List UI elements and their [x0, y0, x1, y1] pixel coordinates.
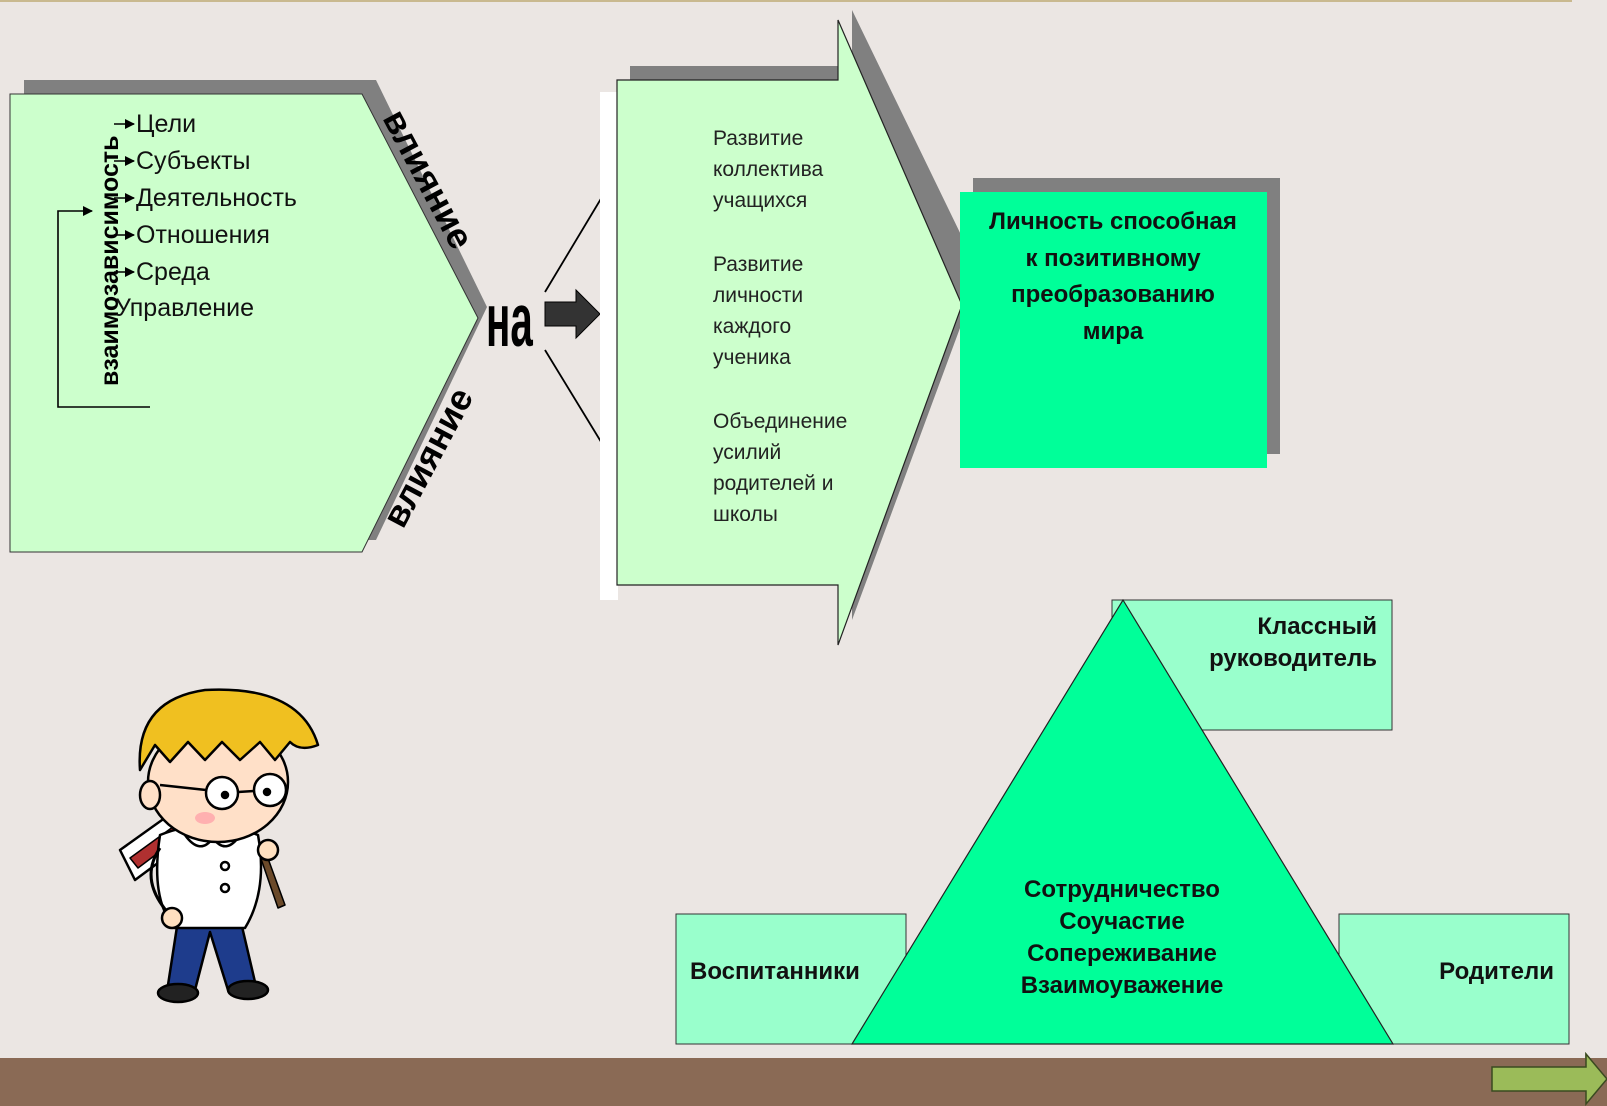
result-line: мира	[1083, 318, 1144, 345]
triangle-text: Сотрудничество Соучастие Сопереживание В…	[1021, 876, 1224, 999]
list-item: Среда	[136, 258, 210, 286]
result-line: Личность способная	[989, 208, 1237, 235]
influence-center-word: на	[486, 277, 534, 362]
big-arrow-text: Развитие коллектива учащихся Развитие ли…	[713, 127, 847, 526]
result-line: преобразованию	[1011, 281, 1215, 308]
list-item: ученика	[713, 346, 791, 369]
goals-list: Цели Субъекты Деятельность Отношения Сре…	[115, 110, 297, 322]
next-button[interactable]	[1480, 1050, 1607, 1106]
top-role-line: Классный	[1257, 613, 1377, 640]
left-pentagon	[9, 80, 487, 553]
big-arrow-shape	[600, 10, 980, 646]
list-item: школы	[713, 503, 778, 526]
triangle-line: Соучастие	[1059, 908, 1185, 935]
list-item: Управление	[115, 294, 254, 322]
result-box	[960, 178, 1280, 468]
list-item: каждого	[713, 315, 791, 338]
list-item: Развитие	[713, 253, 803, 276]
list-item: Объединение	[713, 410, 847, 433]
interdependence-label: взаимозависимость	[96, 136, 124, 386]
footer-bar	[0, 1058, 1607, 1106]
triangle-line: Сопереживание	[1027, 940, 1217, 967]
triangle-cluster	[675, 598, 1570, 1045]
triangle-line: Сотрудничество	[1024, 876, 1220, 903]
list-item: коллектива	[713, 158, 824, 181]
list-item: Отношения	[136, 221, 270, 249]
item-arrows	[114, 119, 135, 277]
top-role-line: руководитель	[1209, 645, 1377, 672]
list-item: Деятельность	[136, 184, 297, 212]
top-divider	[0, 0, 1572, 2]
list-item: родителей и	[713, 472, 833, 495]
thick-arrow-icon	[544, 288, 601, 340]
list-item: учащихся	[713, 189, 807, 212]
list-item: усилий	[713, 441, 781, 464]
interdependence-bracket	[57, 206, 150, 408]
next-arrow-icon[interactable]	[1491, 1051, 1607, 1106]
top-role-text: Классный руководитель	[1209, 613, 1377, 672]
result-box-text: Личность способная к позитивному преобра…	[989, 208, 1237, 345]
result-line: к позитивному	[1025, 245, 1201, 272]
schoolboy-illustration	[118, 688, 320, 1004]
list-item: Цели	[136, 110, 196, 138]
list-item: Развитие	[713, 127, 803, 150]
triangle-shape	[850, 598, 1395, 1045]
list-item: Субъекты	[136, 147, 251, 175]
list-item: личности	[713, 284, 803, 307]
left-role-label: Воспитанники	[690, 958, 860, 985]
right-role-label: Родители	[1439, 958, 1554, 985]
triangle-line: Взаимоуважение	[1021, 972, 1224, 999]
